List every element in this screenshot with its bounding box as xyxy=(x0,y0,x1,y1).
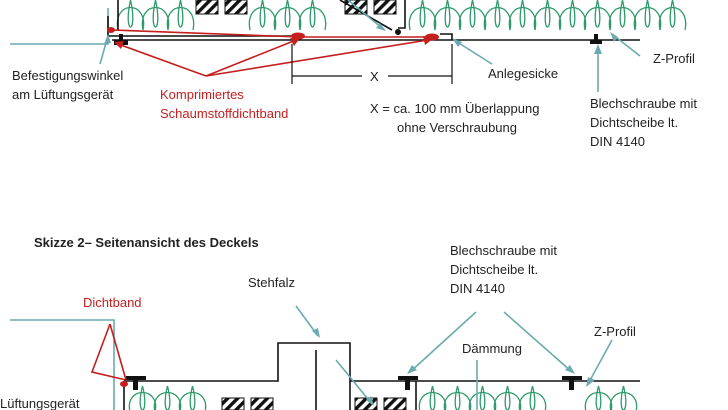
label-blechschraube-2c: DIN 4140 xyxy=(450,281,505,296)
label-blechschraube-1c: DIN 4140 xyxy=(590,134,645,149)
hatched-block xyxy=(221,397,245,410)
hatched-block xyxy=(383,397,407,410)
leader-zprofil-2 xyxy=(587,339,613,385)
insulation-loop xyxy=(433,0,462,31)
arrowhead xyxy=(594,44,602,54)
insulation-loop xyxy=(583,0,612,31)
insulation-sketch2 xyxy=(128,385,638,410)
label-blechschraube-1a: Blechschraube mit xyxy=(590,96,697,111)
arrowhead xyxy=(312,328,320,338)
hatched-block xyxy=(373,0,397,15)
hatched-block xyxy=(250,397,274,410)
label-x-marker: X xyxy=(370,69,379,84)
insulation-loop xyxy=(408,0,437,31)
arrowhead xyxy=(114,41,124,49)
label-blechschraube-2b: Dichtscheibe lt. xyxy=(450,262,538,277)
label-stehfalz: Stehfalz xyxy=(248,275,295,290)
seal-tape-line xyxy=(111,29,436,38)
label-komprimiert-2: Schaumstoffdichtband xyxy=(160,106,288,121)
insulation-loop xyxy=(141,0,170,31)
panel-edge xyxy=(398,0,406,29)
seal-tape-dot xyxy=(120,381,128,387)
label-dichtband: Dichtband xyxy=(83,295,142,310)
screw-head xyxy=(395,29,401,35)
insulation-loop xyxy=(558,0,587,31)
sketch1: Befestigungswinkel am Lüftungsgerät Komp… xyxy=(10,0,697,149)
arrowhead xyxy=(366,396,374,406)
arrowhead xyxy=(423,36,434,45)
sketch2: Skizze 2– Seitenansicht des Deckels xyxy=(0,235,640,410)
insulation-loop xyxy=(418,385,447,410)
label-daemmung: Dämmung xyxy=(462,341,522,356)
insulation-loop xyxy=(584,385,613,410)
hatched-block xyxy=(224,0,248,15)
label-blechschraube-1b: Dichtscheibe lt. xyxy=(590,115,678,130)
arrowhead xyxy=(376,23,386,31)
label-lueftungsgeraet: Lüftungsgerät xyxy=(0,396,80,410)
insulation-loop xyxy=(508,0,537,31)
arrowhead xyxy=(610,32,618,42)
screw xyxy=(562,376,582,390)
label-zprofil-1: Z-Profil xyxy=(653,51,695,66)
seal-tape-dot xyxy=(107,27,115,33)
sketch2-title: Skizze 2– Seitenansicht des Deckels xyxy=(34,235,259,250)
label-ueberlappung-2: ohne Verschraubung xyxy=(397,120,517,135)
insulation-loop xyxy=(518,385,547,410)
arrowhead xyxy=(407,365,417,374)
arrowhead xyxy=(452,38,462,47)
hatched-block xyxy=(195,0,219,15)
leader-seal xyxy=(205,39,429,77)
cover-profile xyxy=(124,342,640,382)
label-blechschraube-2a: Blechschraube mit xyxy=(450,243,557,258)
hatched-block xyxy=(354,397,378,410)
insulation-loop xyxy=(273,0,302,31)
arrowhead xyxy=(565,365,575,374)
leader-seal xyxy=(117,43,207,77)
label-anlegesicke: Anlegesicke xyxy=(488,66,558,81)
insulation-loop xyxy=(483,0,512,31)
leader-overlap-2 xyxy=(335,359,373,405)
insulation-loop xyxy=(608,0,637,31)
arrowhead xyxy=(290,38,300,46)
insulation-loop xyxy=(248,0,277,31)
label-zprofil-2: Z-Profil xyxy=(594,324,636,339)
leader-blechschraube-a xyxy=(409,311,477,373)
insulation-loop xyxy=(633,0,662,31)
insulation-loop xyxy=(166,0,195,31)
insulation-sketch1 xyxy=(116,0,687,31)
insulation-loop xyxy=(443,385,472,410)
anlegesicke-bend xyxy=(440,33,453,40)
insulation-loop xyxy=(153,385,182,410)
ventilation-unit-outline-1 xyxy=(10,8,109,45)
leader-overlap xyxy=(347,0,383,29)
insulation-loop xyxy=(609,385,638,410)
insulation-loop xyxy=(116,0,145,31)
insulation-loop xyxy=(658,0,687,31)
insulation-loop xyxy=(468,385,497,410)
label-befestigung-2: am Lüftungsgerät xyxy=(12,87,114,102)
screw xyxy=(398,376,418,390)
insulation-loop xyxy=(178,385,207,410)
leader-seal xyxy=(205,39,297,77)
leader-dichtband xyxy=(109,323,127,381)
label-ueberlappung-1: X = ca. 100 mm Überlappung xyxy=(370,101,539,116)
screw xyxy=(126,376,146,390)
label-komprimiert-1: Komprimiertes xyxy=(160,87,244,102)
insulation-loop xyxy=(298,0,327,31)
insulation-loop xyxy=(458,0,487,31)
insulation-loop xyxy=(533,0,562,31)
ventilation-unit-outline-2 xyxy=(10,319,115,410)
label-befestigung-1: Befestigungswinkel xyxy=(12,68,123,83)
insulation-loop xyxy=(493,385,522,410)
screw xyxy=(590,34,602,44)
insulation-loop xyxy=(128,385,157,410)
leader-dichtband xyxy=(90,323,127,381)
leader-blechschraube-b xyxy=(503,311,573,373)
arrowhead xyxy=(104,34,111,44)
arrowhead xyxy=(586,377,595,387)
